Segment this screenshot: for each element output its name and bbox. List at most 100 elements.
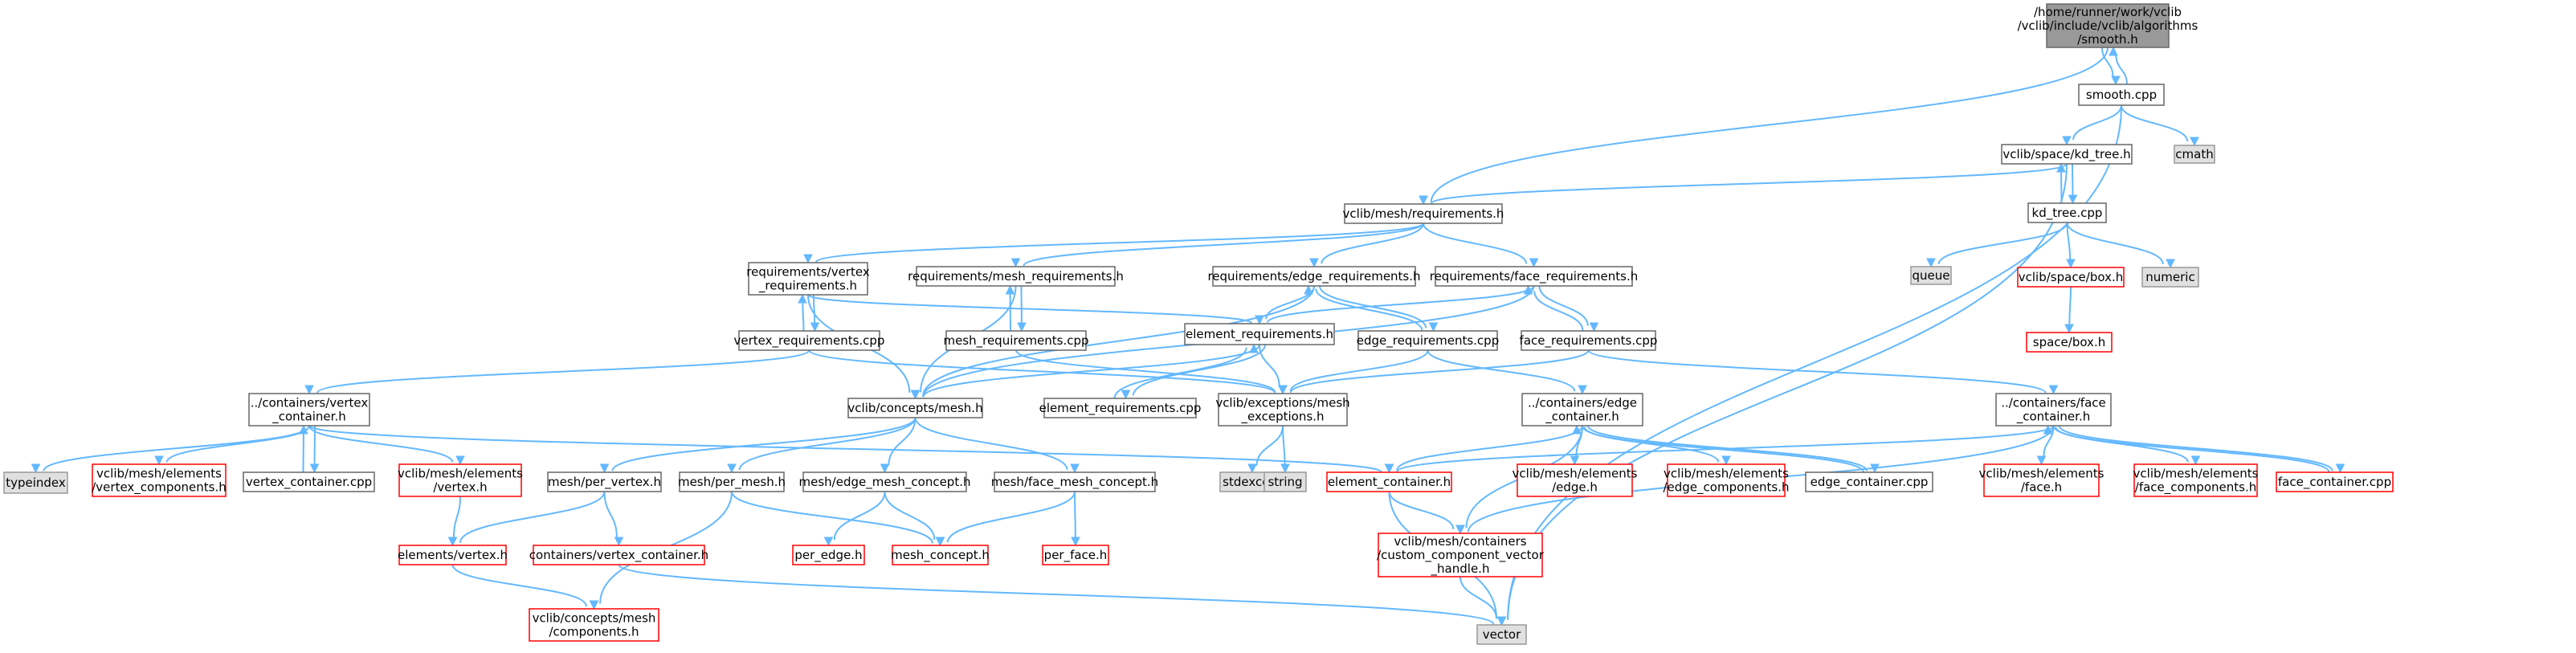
file-node-concepts-mesh-comp-h[interactable]: vclib/concepts/mesh/components.h: [529, 608, 659, 642]
dependency-arrow: [803, 222, 1424, 264]
file-node-label: vector: [1483, 627, 1521, 642]
file-node-element-container-h[interactable]: element_container.h: [1326, 471, 1452, 492]
file-node-mesh-per-vertex-h[interactable]: mesh/per_vertex.h: [547, 471, 662, 492]
file-node-label: vclib/mesh/elements: [96, 467, 222, 481]
file-node-cont-vertex-container-h[interactable]: containers/vertex_container.h: [529, 545, 708, 565]
file-node-label: vclib/mesh/elements: [1513, 467, 1638, 481]
dependency-arrow: [914, 417, 1080, 474]
file-node-label: edge_requirements.cpp: [1357, 333, 1499, 349]
file-node-face-mesh-concept-h[interactable]: mesh/face_mesh_concept.h: [991, 471, 1158, 492]
dependency-arrow: [2052, 425, 2201, 466]
file-node-label: ../containers/vertex: [251, 396, 369, 410]
file-node-req-edge-h[interactable]: requirements/edge_requirements.h: [1207, 266, 1421, 287]
file-node-cont-edge-h[interactable]: ../containers/edge_container.h: [1521, 393, 1643, 426]
file-node-label: mesh_requirements.cpp: [943, 333, 1088, 349]
file-node-elem-face-comp-h[interactable]: vclib/mesh/elements/face_components.h: [2133, 463, 2259, 497]
file-node-label: space/box.h: [2033, 335, 2105, 349]
file-node-label: vclib/concepts/mesh.h: [847, 401, 982, 415]
file-node-elem-vertex-h[interactable]: vclib/mesh/elements/vertex.h: [398, 463, 523, 497]
file-node-face-container-cpp[interactable]: face_container.cpp: [2276, 471, 2394, 492]
file-node-req-mesh-h[interactable]: requirements/mesh_requirements.h: [908, 266, 1124, 287]
file-node-req-face-h[interactable]: requirements/face_requirements.h: [1430, 266, 1639, 287]
file-node-edge-mesh-concept-h[interactable]: mesh/edge_mesh_concept.h: [799, 471, 971, 492]
dependency-arrow: [2064, 286, 2074, 334]
file-node-label: ../containers/edge: [1528, 396, 1637, 410]
file-node-concepts-mesh-h[interactable]: vclib/concepts/mesh.h: [847, 398, 983, 418]
dependency-arrow: [599, 417, 917, 474]
dependency-arrow: [2121, 104, 2199, 147]
file-node-label: containers/vertex_container.h: [529, 548, 708, 563]
dependency-arrow: [808, 349, 1288, 395]
dependency-arrow: [880, 417, 917, 474]
file-node-root[interactable]: /home/runner/work/vclib/vclib/include/vc…: [2018, 3, 2198, 48]
file-node-elem-vertex-comp-h[interactable]: vclib/mesh/elements/vertex_components.h: [92, 463, 227, 497]
dependency-arrow: [1071, 491, 1080, 547]
file-node-label: vclib/mesh/requirements.h: [1343, 206, 1504, 221]
file-node-label: /face.h: [2021, 480, 2062, 495]
dependency-arrow: [618, 564, 1507, 626]
file-node-per-face-h[interactable]: per_face.h: [1042, 545, 1109, 565]
file-node-label: mesh_concept.h: [891, 548, 990, 563]
file-node-label: vclib/mesh/elements: [398, 467, 523, 481]
file-node-edge-req-cpp[interactable]: edge_requirements.cpp: [1357, 330, 1499, 351]
file-node-label: /edge.h: [1552, 480, 1598, 495]
file-node-vertex-container-cpp[interactable]: vertex_container.cpp: [243, 471, 375, 492]
file-node-edge-container-cpp[interactable]: edge_container.cpp: [1805, 471, 1933, 492]
file-node-kd-tree-h[interactable]: vclib/space/kd_tree.h: [2001, 144, 2133, 165]
file-node-label: /smooth.h: [2077, 32, 2138, 47]
dependency-arrow: [1384, 425, 2055, 474]
dependency-arrow: [1587, 349, 2059, 395]
file-node-element-req-cpp[interactable]: element_requirements.cpp: [1039, 398, 1202, 418]
file-node-smooth-cpp[interactable]: smooth.cpp: [2078, 84, 2165, 106]
file-node-vertex-req-cpp[interactable]: vertex_requirements.cpp: [734, 330, 885, 351]
file-node-exceptions-h[interactable]: vclib/exceptions/mesh_exceptions.h: [1215, 393, 1350, 426]
file-node-custom-comp-vec-h[interactable]: vclib/mesh/containers/custom_component_v…: [1377, 533, 1545, 577]
dependency-arrow: [603, 491, 624, 547]
file-node-label: ../containers/face: [2001, 396, 2105, 410]
file-node-label: /components.h: [549, 625, 639, 639]
file-node-label: string: [1268, 475, 1302, 489]
file-node-label: /home/runner/work/vclib: [2034, 5, 2182, 19]
file-node-label: typeindex: [6, 475, 66, 490]
file-node-elem-face-h[interactable]: vclib/mesh/elements/face.h: [1979, 463, 2104, 497]
dependency-arrow: [154, 425, 310, 466]
dependency-arrow: [807, 294, 1264, 325]
dependency-arrow: [2056, 162, 2066, 204]
file-node-label: vclib/concepts/mesh: [533, 611, 656, 626]
file-node-space-box-h-a[interactable]: vclib/space/box.h: [2017, 267, 2125, 288]
dependency-arrow: [823, 491, 886, 547]
file-node-req-vertex-h[interactable]: requirements/vertex_requirements.h: [746, 262, 870, 296]
file-node-per-edge-h[interactable]: per_edge.h: [792, 545, 865, 565]
file-node-label: mesh/face_mesh_concept.h: [991, 475, 1158, 490]
file-node-label: _container.h: [2016, 410, 2090, 425]
file-node-kd-tree-cpp[interactable]: kd_tree.cpp: [2027, 202, 2107, 223]
dependency-arrow: [309, 425, 320, 474]
file-node-label: element_requirements.cpp: [1039, 401, 1202, 416]
file-node-space-box-h-b[interactable]: space/box.h: [2026, 332, 2113, 353]
file-node-label: _container.h: [1545, 410, 1619, 425]
file-node-cont-vertex-h[interactable]: ../containers/vertex_container.h: [248, 393, 370, 426]
file-node-face-req-cpp[interactable]: face_requirements.cpp: [1520, 330, 1658, 351]
dependency-edges: [31, 46, 2345, 626]
file-node-elements-vertex-h[interactable]: elements/vertex.h: [398, 545, 508, 565]
file-node-label: vclib/mesh/elements: [1664, 467, 1789, 481]
file-node-mesh-requirements-h[interactable]: vclib/mesh/requirements.h: [1343, 203, 1504, 224]
dependency-arrow: [1523, 284, 1584, 332]
file-node-label: edge_container.cpp: [1811, 475, 1929, 490]
file-node-string: string: [1264, 471, 1307, 492]
file-node-element-req-h[interactable]: element_requirements.h: [1184, 323, 1335, 345]
file-node-label: _exceptions.h: [1241, 410, 1325, 425]
dependency-arrow: [1309, 222, 1424, 268]
file-node-mesh-req-cpp[interactable]: mesh_requirements.cpp: [943, 330, 1089, 351]
dependency-arrow: [299, 424, 308, 473]
file-node-cmath: cmath: [2174, 145, 2215, 164]
dependency-arrow: [1926, 222, 2068, 268]
file-node-typeindex: typeindex: [3, 471, 68, 494]
file-node-label: vclib/mesh/elements: [1979, 467, 2104, 481]
file-node-cont-face-h[interactable]: ../containers/face_container.h: [1995, 393, 2112, 426]
file-node-label: vclib/mesh/containers: [1394, 534, 1526, 549]
file-node-mesh-per-mesh-h[interactable]: mesh/per_mesh.h: [678, 471, 786, 492]
file-node-elem-edge-comp-h[interactable]: vclib/mesh/elements/edge_components.h: [1663, 463, 1790, 497]
file-node-mesh-concept-h[interactable]: mesh_concept.h: [891, 545, 990, 565]
file-node-elem-edge-h[interactable]: vclib/mesh/elements/edge.h: [1513, 463, 1638, 497]
